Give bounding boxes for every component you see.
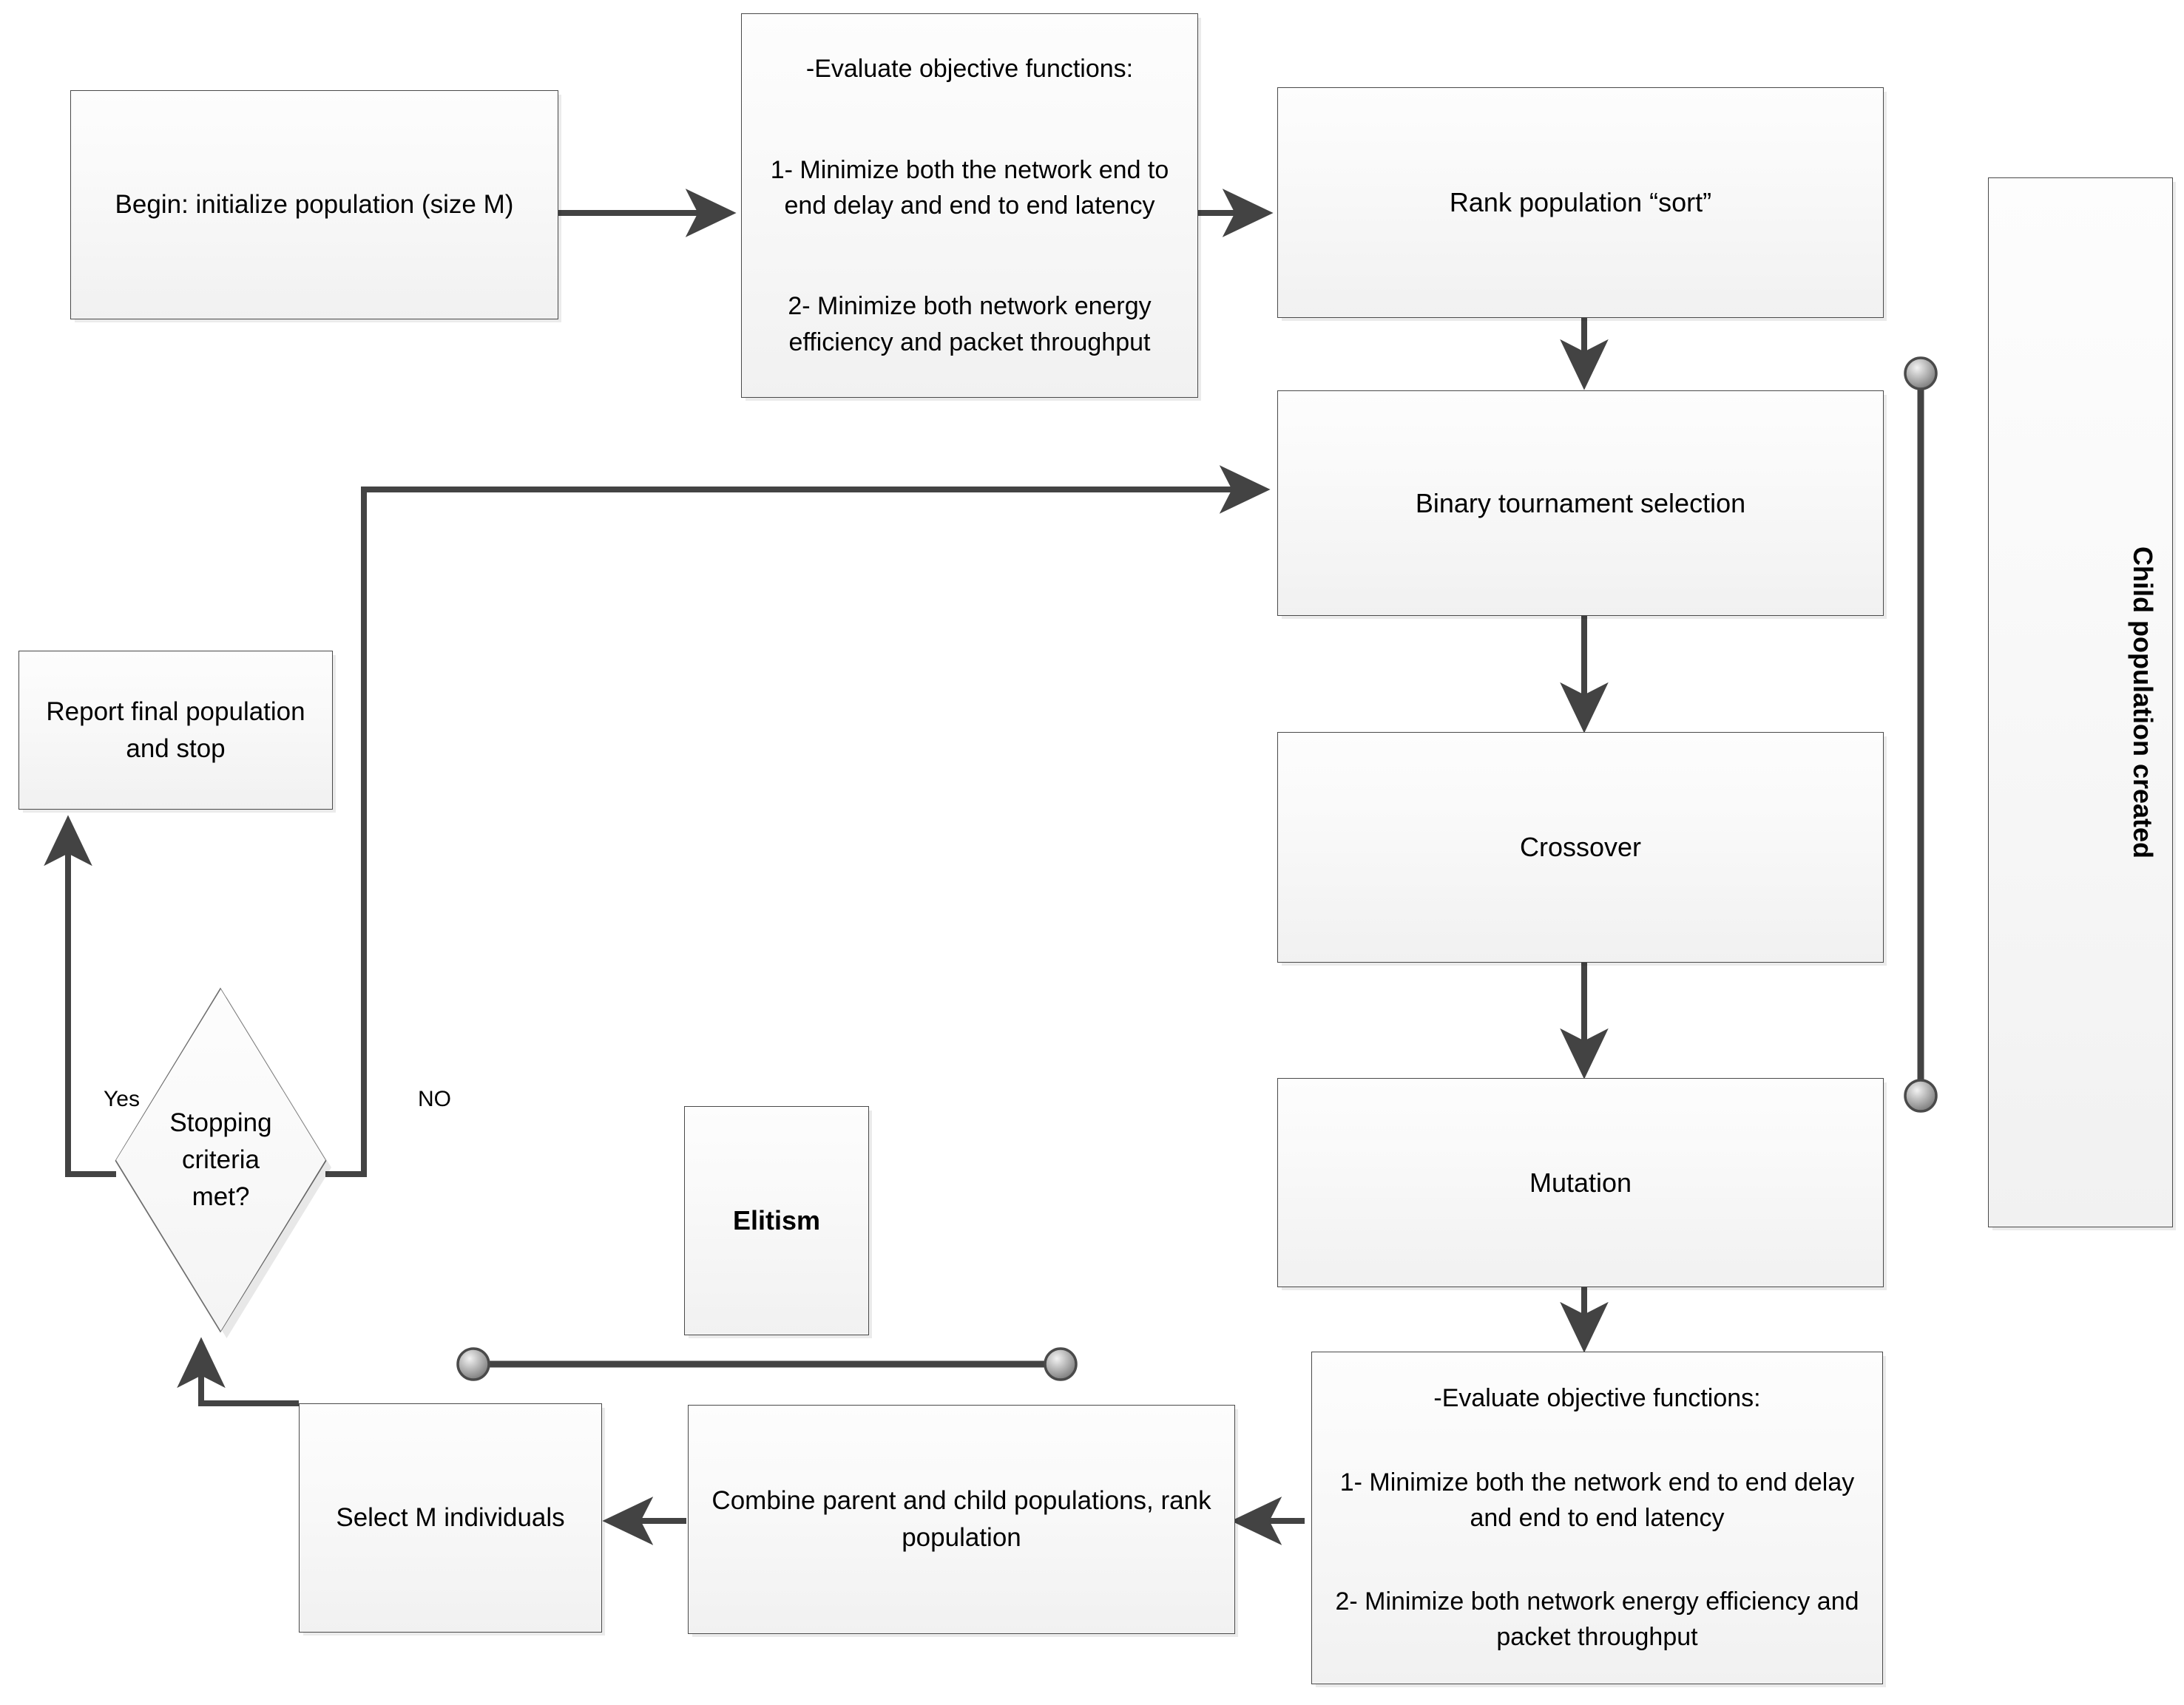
evaluate-bottom-line-2: 1- Minimize both the network end to end …: [1339, 1468, 1855, 1532]
evaluate-bottom-line-3: 2- Minimize both network energy efficien…: [1335, 1587, 1859, 1652]
select-m-individuals-box[interactable]: Select M individuals: [299, 1403, 602, 1633]
crossover-label: Crossover: [1519, 832, 1642, 863]
mutation-box[interactable]: Mutation: [1277, 1078, 1884, 1287]
rank-population-box[interactable]: Rank population “sort”: [1277, 87, 1884, 318]
edge-label-no: NO: [418, 1087, 451, 1111]
evaluate-bottom-line-1: -Evaluate objective functions:: [1433, 1384, 1761, 1413]
begin-label: Begin: initialize population (size M): [115, 190, 514, 220]
select-m-individuals-label: Select M individuals: [336, 1503, 565, 1533]
report-final-population-label: Report final population and stop: [46, 696, 305, 763]
child-population-created-label: Child population created: [2128, 546, 2158, 858]
evaluate-objectives-bottom-box[interactable]: -Evaluate objective functions: 1- Minimi…: [1311, 1352, 1883, 1684]
child-population-bracket-end-top: [1904, 356, 1938, 390]
combine-populations-label: Combine parent and child populations, ra…: [711, 1486, 1211, 1552]
binary-tournament-label: Binary tournament selection: [1415, 487, 1746, 518]
evaluate-top-line-1: -Evaluate objective functions:: [805, 55, 1134, 84]
mutation-label: Mutation: [1529, 1167, 1632, 1198]
edge-yes-to-report: [44, 815, 116, 1177]
begin-box[interactable]: Begin: initialize population (size M): [70, 90, 558, 319]
crossover-box[interactable]: Crossover: [1277, 732, 1884, 963]
elitism-bracket-end-right: [1044, 1347, 1078, 1381]
rank-population-label: Rank population “sort”: [1449, 187, 1712, 218]
combine-populations-box[interactable]: Combine parent and child populations, ra…: [688, 1405, 1235, 1634]
evaluate-top-line-2: 1- Minimize both the network end to end …: [770, 155, 1169, 220]
elitism-box[interactable]: Elitism: [684, 1106, 869, 1335]
binary-tournament-box[interactable]: Binary tournament selection: [1277, 390, 1884, 616]
stopping-criteria-label: Stopping criteria met?: [169, 1108, 272, 1211]
report-final-population-box[interactable]: Report final population and stop: [18, 651, 333, 810]
edge-select-to-stopping: [177, 1337, 299, 1406]
edge-label-yes: Yes: [104, 1087, 140, 1111]
elitism-bracket-end-left: [456, 1347, 490, 1381]
child-population-bracket-end-bottom: [1904, 1079, 1938, 1113]
edge-no-to-binary: [325, 465, 1271, 1177]
evaluate-objectives-top-box[interactable]: -Evaluate objective functions: 1- Minimi…: [741, 13, 1198, 398]
child-population-created-box[interactable]: Child population created: [1988, 177, 2173, 1227]
evaluate-top-line-3: 2- Minimize both network energy efficien…: [788, 292, 1152, 356]
elitism-label: Elitism: [732, 1205, 821, 1236]
